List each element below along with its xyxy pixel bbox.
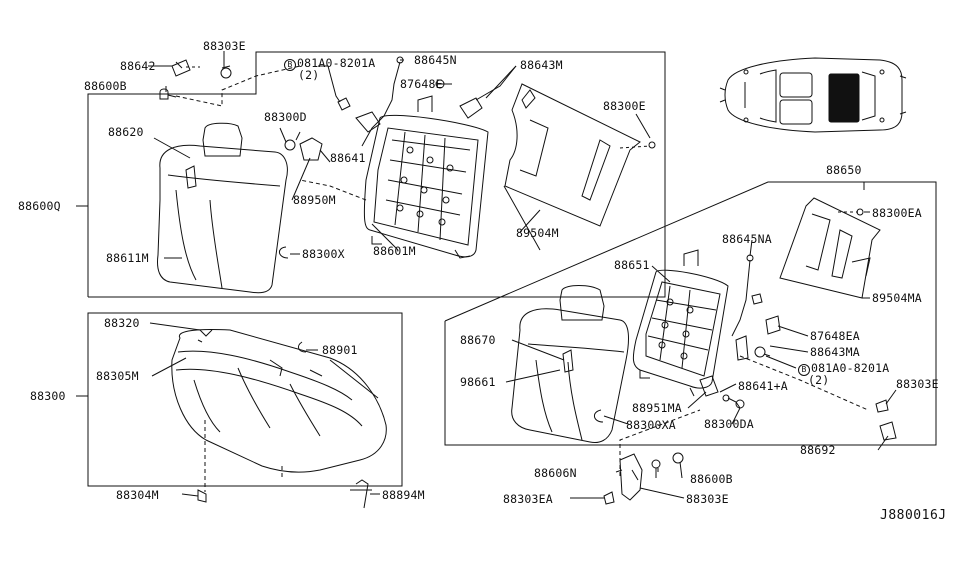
top-left-hardware xyxy=(159,59,301,107)
left-seatback-trim xyxy=(157,122,288,294)
right-back-panel xyxy=(779,197,881,299)
leader-lines xyxy=(76,51,897,499)
part-label-88641a[interactable]: 88641+A xyxy=(738,379,788,393)
bolt-b-symbol: B xyxy=(798,364,810,376)
part-label-88600b-top[interactable]: 88600B xyxy=(84,79,127,93)
part-label-88642[interactable]: 88642 xyxy=(120,59,156,73)
part-label-88303e-right[interactable]: 88303E xyxy=(896,377,939,391)
part-label-98661[interactable]: 98661 xyxy=(460,375,496,389)
small-clips xyxy=(279,246,307,353)
part-label-88620[interactable]: 88620 xyxy=(108,125,144,139)
seat-cushion-group-box xyxy=(87,312,403,487)
quantity-081a0-top: (2) xyxy=(298,68,320,82)
part-label-88303e-bottom[interactable]: 88303E xyxy=(686,492,729,506)
part-label-88670[interactable]: 88670 xyxy=(460,333,496,347)
part-label-88645n[interactable]: 88645N xyxy=(414,53,457,67)
part-label-88600b-bottom[interactable]: 88600B xyxy=(690,472,733,486)
part-label-88601m[interactable]: 88601M xyxy=(373,244,416,258)
part-label-88643ma[interactable]: 88643MA xyxy=(810,345,860,359)
seatback-frame xyxy=(299,95,489,259)
part-label-88611m[interactable]: 88611M xyxy=(106,251,149,265)
left-back-panel xyxy=(503,83,656,251)
part-label-88600q[interactable]: 88600Q xyxy=(18,199,61,213)
part-label-081a0-8201a-right-text: 081A0-8201A xyxy=(811,361,890,375)
part-label-87648ea[interactable]: 87648EA xyxy=(810,329,860,343)
part-label-88300ea[interactable]: 88300EA xyxy=(872,206,922,220)
part-label-88300e[interactable]: 88300E xyxy=(603,99,646,113)
vehicle-location-thumbnail xyxy=(719,57,907,133)
part-label-88951ma[interactable]: 88951MA xyxy=(632,401,682,415)
part-label-88303e-top[interactable]: 88303E xyxy=(203,39,246,53)
part-label-88320[interactable]: 88320 xyxy=(104,316,140,330)
part-label-88300x[interactable]: 88300X xyxy=(302,247,345,261)
part-label-88692[interactable]: 88692 xyxy=(800,443,836,457)
part-label-88300da[interactable]: 88300DA xyxy=(704,417,754,431)
part-label-87648e[interactable]: 87648E xyxy=(400,77,443,91)
part-label-88304m[interactable]: 88304M xyxy=(116,488,159,502)
diagram-code: J880016J xyxy=(880,508,947,523)
part-label-88305m[interactable]: 88305M xyxy=(96,369,139,383)
seatback-group-box xyxy=(87,51,666,298)
part-label-88650[interactable]: 88650 xyxy=(826,163,862,177)
part-label-88300xa[interactable]: 88300XA xyxy=(626,418,676,432)
quantity-081a0-right: (2) xyxy=(808,373,830,387)
right-seatback-group-box xyxy=(444,181,937,446)
seat-cushion xyxy=(171,329,387,509)
part-label-88641[interactable]: 88641 xyxy=(330,151,366,165)
part-label-88950m[interactable]: 88950M xyxy=(293,193,336,207)
part-label-88643m[interactable]: 88643M xyxy=(520,58,563,72)
part-label-89504ma[interactable]: 89504MA xyxy=(872,291,922,305)
right-seatback-frame xyxy=(632,249,781,397)
part-label-88894m[interactable]: 88894M xyxy=(382,488,425,502)
part-label-88300d[interactable]: 88300D xyxy=(264,110,307,124)
part-label-88651[interactable]: 88651 xyxy=(614,258,650,272)
frame-wiring xyxy=(284,56,517,161)
part-label-89504m[interactable]: 89504M xyxy=(516,226,559,240)
right-seatback-trim xyxy=(511,285,629,443)
part-label-88303ea[interactable]: 88303EA xyxy=(503,492,553,506)
part-label-081a0-8201a-top-text: 081A0-8201A xyxy=(297,56,376,70)
part-label-88901[interactable]: 88901 xyxy=(322,343,358,357)
part-label-88606n[interactable]: 88606N xyxy=(534,466,577,480)
part-label-88645na[interactable]: 88645NA xyxy=(722,232,772,246)
bolt-b-symbol: B xyxy=(284,59,296,71)
part-label-88300[interactable]: 88300 xyxy=(30,389,66,403)
